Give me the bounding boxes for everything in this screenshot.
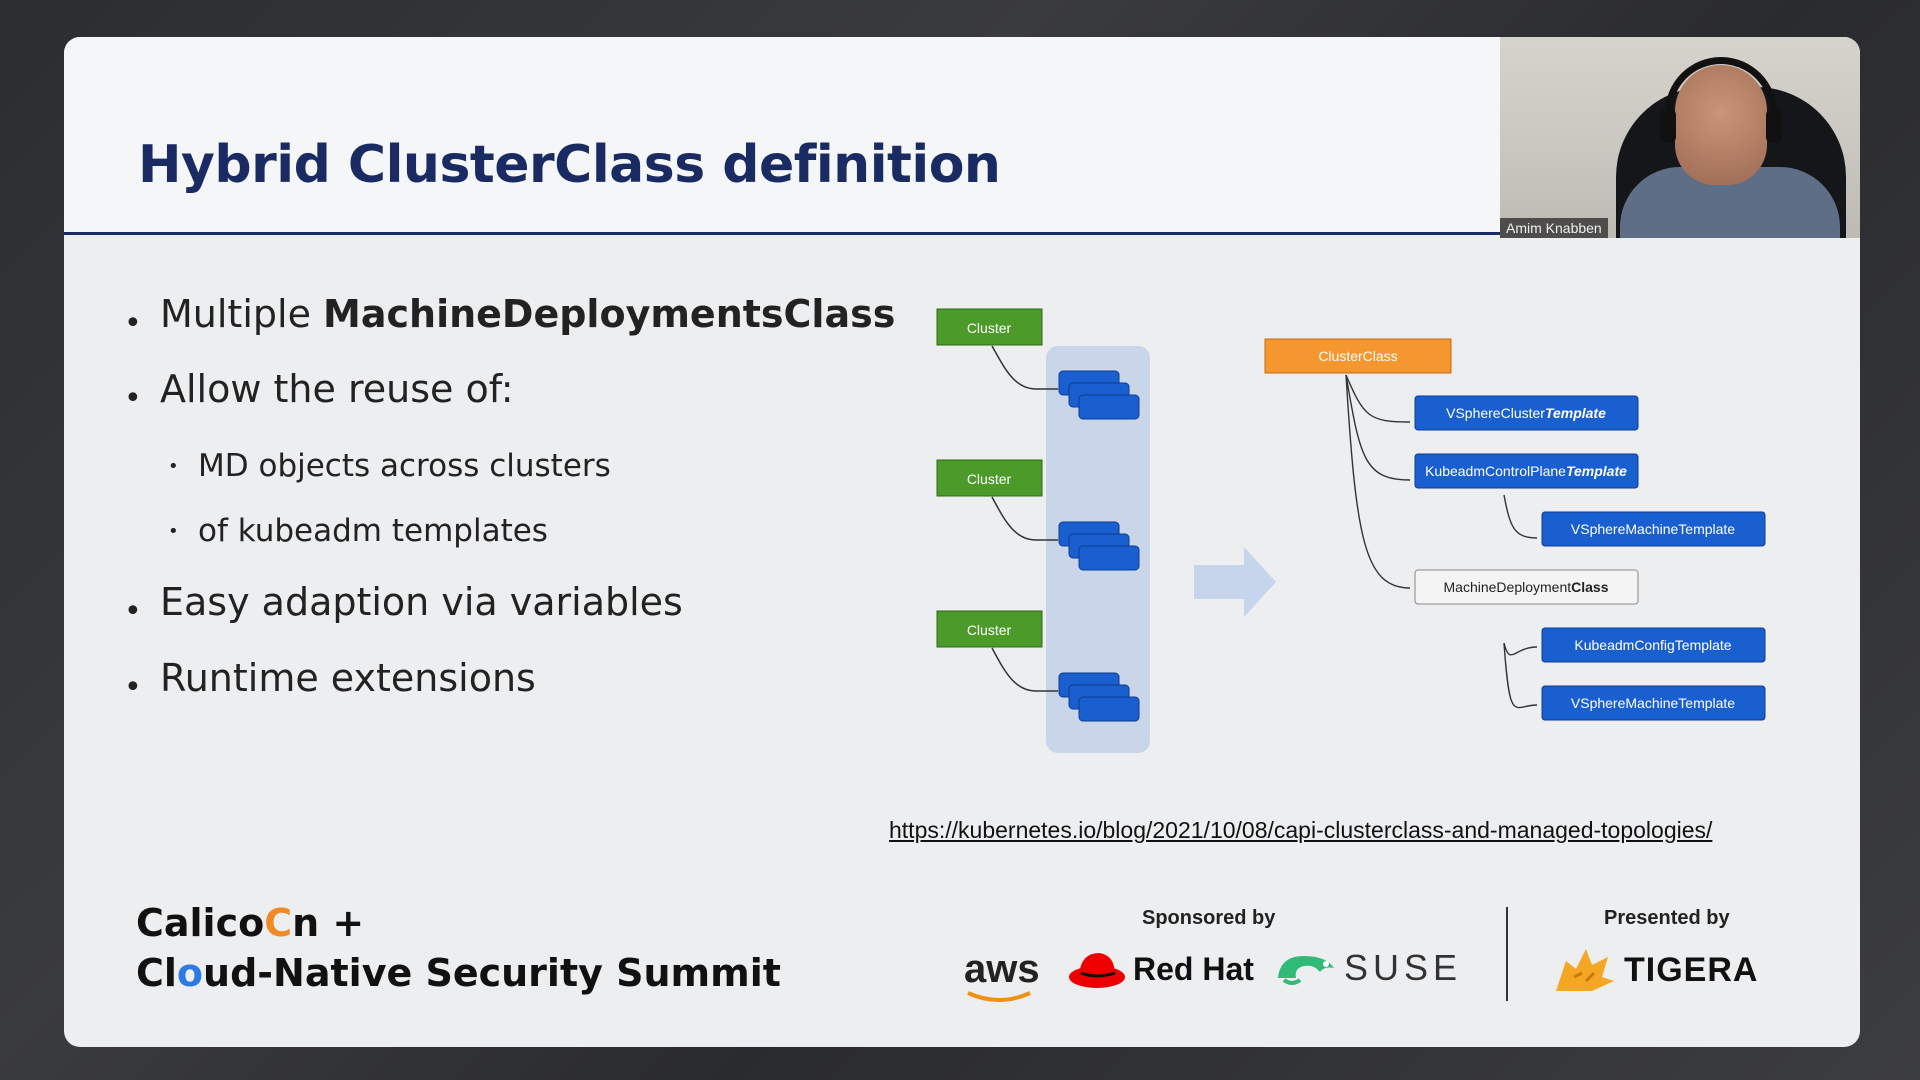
redhat-hat-icon <box>1069 953 1125 988</box>
bullet-dot: • <box>124 381 142 416</box>
clusterclass-diagram: Cluster Cluster Cluster <box>936 308 1766 753</box>
bullet-bold-text: MachineDeploymentsClass <box>323 292 896 336</box>
bullet-dot: • <box>124 594 142 629</box>
vsphere-machine-template-label: VSphereMachineTemplate <box>1571 695 1735 711</box>
kubeadm-config-template-label: KubeadmConfigTemplate <box>1574 637 1731 653</box>
event-logo: CalicoCn + Cloud-Native Security Summit <box>136 901 781 995</box>
presenter-webcam: Amim Knabben <box>1500 37 1860 238</box>
vsphere-cluster-template-label: VSphereClusterTemplate <box>1446 405 1606 421</box>
cluster-node <box>936 610 1043 648</box>
redhat-logo: Red Hat <box>1067 947 1254 991</box>
cluster-group: Cluster <box>936 459 1140 571</box>
cluster-label: Cluster <box>967 622 1012 638</box>
aws-logo: aws <box>964 947 1040 1002</box>
machine-deployment-class-node <box>1414 569 1639 605</box>
bullet-dot: • <box>124 670 142 705</box>
tigera-logo: TIGERA <box>1552 947 1758 993</box>
vsphere-cluster-template-node <box>1414 395 1639 431</box>
tigera-tiger-icon <box>1556 949 1614 991</box>
title-rule <box>64 232 1500 235</box>
clusterclass-node <box>1264 338 1452 374</box>
clusterclass-label: ClusterClass <box>1318 348 1397 364</box>
cluster-node <box>936 308 1043 346</box>
tree-connectors <box>1345 374 1538 709</box>
presenter-name: Amim Knabben <box>1500 218 1608 238</box>
cluster-label: Cluster <box>967 471 1012 487</box>
cluster-label: Cluster <box>967 320 1012 336</box>
vsphere-machine-template-node <box>1541 511 1766 547</box>
sponsored-by-label: Sponsored by <box>1142 907 1276 929</box>
vsphere-machine-template-label: VSphereMachineTemplate <box>1571 521 1735 537</box>
suse-chameleon-icon <box>1278 956 1334 985</box>
connector-line <box>991 496 1058 541</box>
suse-logo: SUSE <box>1274 947 1462 989</box>
footer-divider <box>1506 907 1508 1001</box>
shield-icon: o <box>176 951 204 995</box>
sub-bullet-dot: • <box>168 456 179 477</box>
vsphere-machine-template-node <box>1541 685 1766 721</box>
presented-by-label: Presented by <box>1604 907 1730 929</box>
connector-line <box>991 647 1058 692</box>
kubeadm-controlplane-template-node <box>1414 453 1639 489</box>
headphone-cup-right <box>1766 109 1782 143</box>
md-object-node <box>1078 545 1140 571</box>
connector-line <box>991 345 1058 390</box>
slide: Hybrid ClusterClass definition Amim Knab… <box>64 37 1860 1047</box>
sub-bullet-dot: • <box>168 521 179 542</box>
sub-bullet-text: MD objects across clusters <box>198 448 611 484</box>
slide-title: Hybrid ClusterClass definition <box>138 135 1001 195</box>
kubeadm-config-template-node <box>1541 627 1766 663</box>
bullet-text: Allow the reuse of: <box>160 367 514 411</box>
calico-cat-icon: C <box>264 901 293 945</box>
transform-arrow-icon <box>1194 547 1276 617</box>
cluster-node <box>936 459 1043 497</box>
machine-deployment-class-label: MachineDeploymentClass <box>1444 579 1609 595</box>
headphones-icon <box>1665 57 1777 137</box>
kubeadm-controlplane-template-label: KubeadmControlPlaneTemplate <box>1425 463 1627 479</box>
bullet-text: Runtime extensions <box>160 656 536 700</box>
headphone-cup-left <box>1660 109 1676 143</box>
aws-smile-icon <box>967 991 1031 1002</box>
md-object-node <box>1078 394 1140 420</box>
cluster-group: Cluster <box>936 308 1140 420</box>
md-object-node <box>1078 696 1140 722</box>
sub-bullet-text: of kubeadm templates <box>198 513 548 549</box>
cluster-group: Cluster <box>936 610 1140 722</box>
reference-link[interactable]: https://kubernetes.io/blog/2021/10/08/ca… <box>889 817 1713 843</box>
bullet-text: Easy adaption via variables <box>160 580 683 624</box>
bullet-text: Multiple <box>160 292 324 336</box>
bullet-dot: • <box>124 306 142 341</box>
